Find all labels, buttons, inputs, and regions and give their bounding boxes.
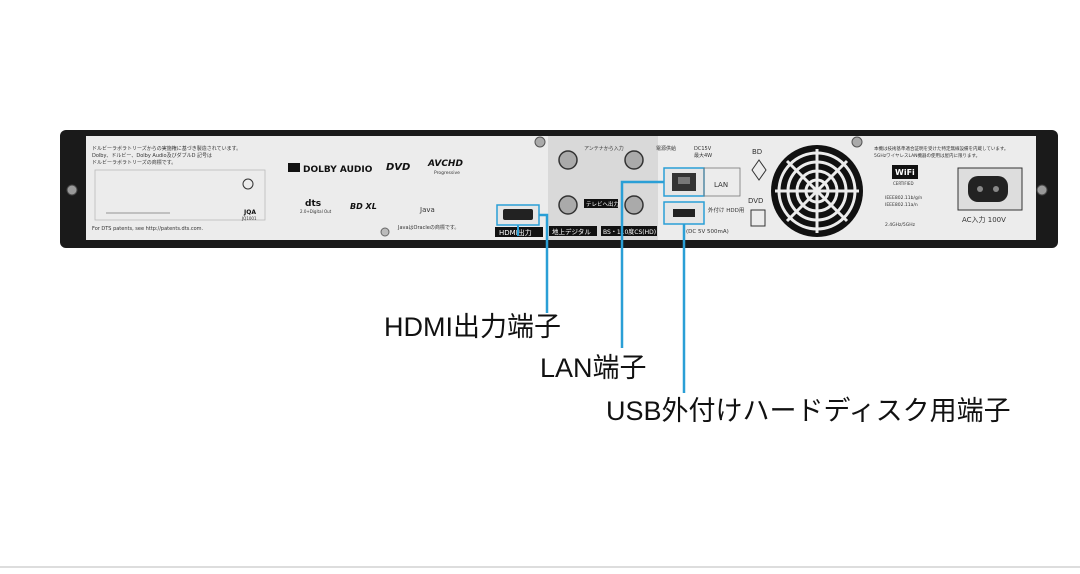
- screw-icon: [66, 184, 78, 196]
- hdd-power-label: (DC 5V 500mA): [686, 229, 729, 235]
- max-power-note: 最大4W: [694, 152, 712, 159]
- lan-callout-label: LAN端子: [540, 353, 647, 383]
- dts-patents-note: For DTS patents, see http://patents.dts.…: [92, 226, 204, 232]
- dolby-logo-icon: [288, 163, 300, 172]
- terrestrial-label-box: [549, 226, 597, 236]
- hdmi-callout-line: [539, 213, 549, 313]
- radio-note-line: 本機は技術基準適合証明を受けた特定無線設備を内蔵しています。: [874, 145, 1008, 152]
- wifi-spec-line: IEEE802.11a/n: [885, 202, 918, 208]
- dvd-label: DVD: [748, 197, 763, 205]
- hdmi-port-label: HDMI出力: [499, 228, 532, 237]
- usb-socket-icon: [673, 209, 695, 217]
- divider-line: [0, 566, 1080, 568]
- wifi-logo-box: [892, 165, 918, 179]
- bscs-label: BS・110度CS(HD): [603, 228, 656, 236]
- jqa-mark: JQA: [243, 209, 256, 216]
- screw-icon: [534, 136, 546, 148]
- bdxl-logo: BD XL: [350, 202, 377, 211]
- dvd-region-icon: [750, 209, 766, 227]
- ac-inlet-icon: [968, 176, 1008, 202]
- java-logo: Java: [419, 206, 435, 214]
- antenna-note: アンテナから入力: [584, 145, 624, 152]
- wifi-spec-line: IEEE802.11b/g/n: [885, 195, 922, 201]
- antenna-input-icon: [558, 150, 578, 170]
- dolby-logo: DOLBY AUDIO: [303, 165, 373, 175]
- screw-icon: [851, 136, 863, 148]
- bd-class-icon: [751, 159, 767, 181]
- lan-callout-line: [620, 180, 664, 348]
- radio-note-line: 5GHzワイヤレスLAN機器の使用は屋内に限ります。: [874, 152, 980, 159]
- device-note-line: ドルビーラボラトリーズの商標です。: [92, 159, 176, 166]
- device-note-line: Dolby、ドルビー、Dolby Audio及びダブルD 記号は: [92, 152, 212, 159]
- device-panel-left: [86, 136, 548, 240]
- avchd-sub-label: Progressive: [434, 170, 460, 176]
- terrestrial-input-icon: [558, 195, 578, 215]
- usb-callout-label: USB外付けハードディスク用端子: [606, 396, 1011, 426]
- lan-port-label: LAN: [714, 181, 728, 189]
- dc-note: DC15V: [694, 146, 712, 152]
- java-note: JavaはOracleの商標です。: [397, 224, 459, 231]
- tv-out-label: テレビへ出力: [586, 200, 619, 208]
- bscs-input-icon: [624, 195, 644, 215]
- hdmi-socket-icon: [503, 209, 533, 220]
- wifi-spec-line: 2.4GHz/5GHz: [885, 222, 916, 228]
- device-note-line: ドルビーラボラトリーズからの実施権に基づき製造されています。: [92, 145, 241, 152]
- dts-logo: dts: [305, 199, 321, 209]
- avchd-logo: AVCHD: [427, 159, 463, 169]
- screw-icon: [1036, 184, 1048, 196]
- recycle-icon: [242, 178, 254, 190]
- dvd-logo: DVD: [386, 162, 410, 173]
- dts-sub-label: 2.0+Digital Out: [300, 209, 332, 214]
- bscs-label-box: [601, 226, 657, 236]
- terrestrial-label: 地上デジタル: [552, 227, 591, 236]
- wifi-logo: WiFi: [895, 168, 915, 177]
- hdd-port-label: 外付け HDD用: [708, 206, 744, 214]
- jqa-code-label: JQ1001: [241, 216, 257, 221]
- power-supply-note: 電源供給: [656, 145, 676, 152]
- antenna-output-icon: [624, 150, 644, 170]
- ac-input-label: AC入力 100V: [962, 215, 1006, 224]
- lan-label-box: [703, 167, 741, 197]
- hdmi-callout-label: HDMI出力端子: [384, 312, 561, 342]
- screw-icon: [380, 227, 390, 237]
- bd-label: BD: [752, 148, 762, 156]
- label-sticker-area: [94, 169, 266, 221]
- tv-out-label-box: [584, 199, 618, 208]
- wifi-certified-label: CERTIFIED: [893, 181, 914, 186]
